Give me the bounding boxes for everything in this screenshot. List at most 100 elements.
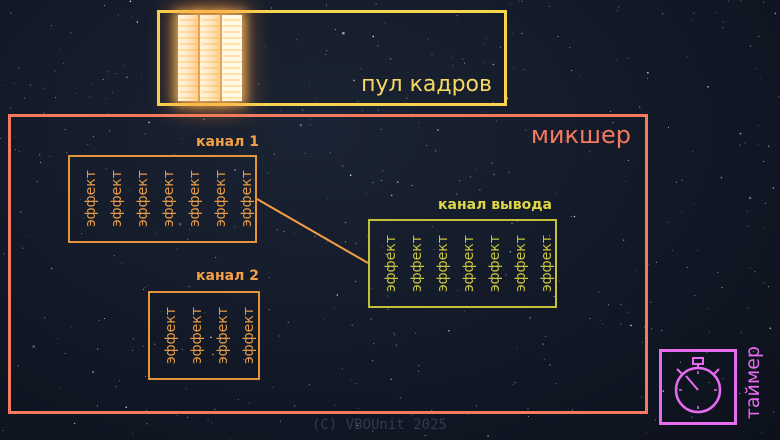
star [722, 27, 724, 29]
star [64, 352, 66, 354]
star [50, 267, 53, 270]
star [181, 138, 183, 140]
star [176, 415, 178, 417]
star [694, 295, 696, 297]
star [557, 36, 559, 38]
star [759, 77, 761, 79]
star [29, 84, 32, 86]
star [132, 349, 134, 351]
star [377, 109, 379, 111]
star [610, 111, 611, 112]
star [650, 301, 652, 303]
star [767, 145, 770, 148]
channel-2-label: канал 2 [196, 268, 259, 284]
star [708, 330, 710, 332]
star [640, 396, 642, 398]
star [98, 319, 101, 322]
star [115, 73, 117, 75]
star [302, 109, 304, 111]
star [294, 405, 296, 407]
star [23, 97, 26, 99]
star [418, 364, 420, 367]
star [278, 335, 280, 337]
star [510, 2, 511, 4]
timer-box [659, 349, 737, 425]
star [746, 210, 748, 212]
star [772, 187, 775, 189]
star [59, 387, 61, 389]
star [456, 15, 458, 17]
star [355, 280, 357, 282]
star [10, 12, 12, 14]
star [752, 350, 755, 353]
effect-item: эффект [83, 170, 99, 228]
star [763, 282, 765, 284]
star [627, 159, 629, 161]
star [300, 124, 302, 126]
star [179, 222, 182, 226]
star [690, 20, 692, 22]
star [500, 46, 502, 48]
star [380, 179, 382, 181]
star [452, 64, 454, 66]
star [296, 39, 297, 41]
star [553, 296, 555, 297]
star [747, 225, 749, 227]
star [192, 212, 194, 213]
star [182, 107, 184, 109]
star [720, 176, 723, 179]
effect-item: эффект [487, 235, 503, 292]
star [509, 251, 512, 253]
star [234, 169, 236, 171]
star [722, 21, 724, 23]
mixer-label: микшер [530, 121, 631, 149]
star [26, 236, 28, 238]
star [112, 92, 114, 94]
star [456, 290, 458, 292]
effect-item: эффект [163, 307, 179, 364]
effect-item: эффект [213, 170, 229, 228]
star [197, 208, 199, 210]
star [511, 222, 513, 225]
star [601, 132, 603, 133]
star [757, 35, 760, 38]
star [620, 304, 622, 306]
star [146, 423, 148, 425]
star [49, 156, 51, 157]
star [564, 140, 566, 142]
star [18, 150, 20, 152]
star [365, 193, 367, 195]
star [662, 390, 665, 392]
star [371, 430, 374, 432]
star [523, 69, 525, 70]
star [192, 331, 194, 333]
star [680, 361, 681, 363]
star [691, 416, 693, 418]
effect-item: эффект [161, 170, 177, 228]
star [630, 324, 632, 327]
star [106, 113, 108, 115]
star [516, 347, 518, 349]
star [486, 37, 488, 39]
star [573, 215, 576, 218]
star [102, 79, 104, 81]
star [555, 191, 557, 193]
star [377, 45, 379, 47]
star [645, 432, 647, 434]
star [154, 343, 156, 345]
star [505, 273, 507, 276]
star [39, 161, 41, 163]
star [294, 232, 295, 234]
star [356, 424, 359, 427]
star [744, 142, 746, 144]
star [482, 62, 484, 64]
star [64, 129, 66, 131]
star [568, 134, 570, 136]
star [103, 5, 105, 7]
star [309, 124, 311, 126]
star [105, 98, 107, 99]
star [345, 241, 347, 243]
star [763, 161, 765, 163]
star [39, 154, 41, 156]
